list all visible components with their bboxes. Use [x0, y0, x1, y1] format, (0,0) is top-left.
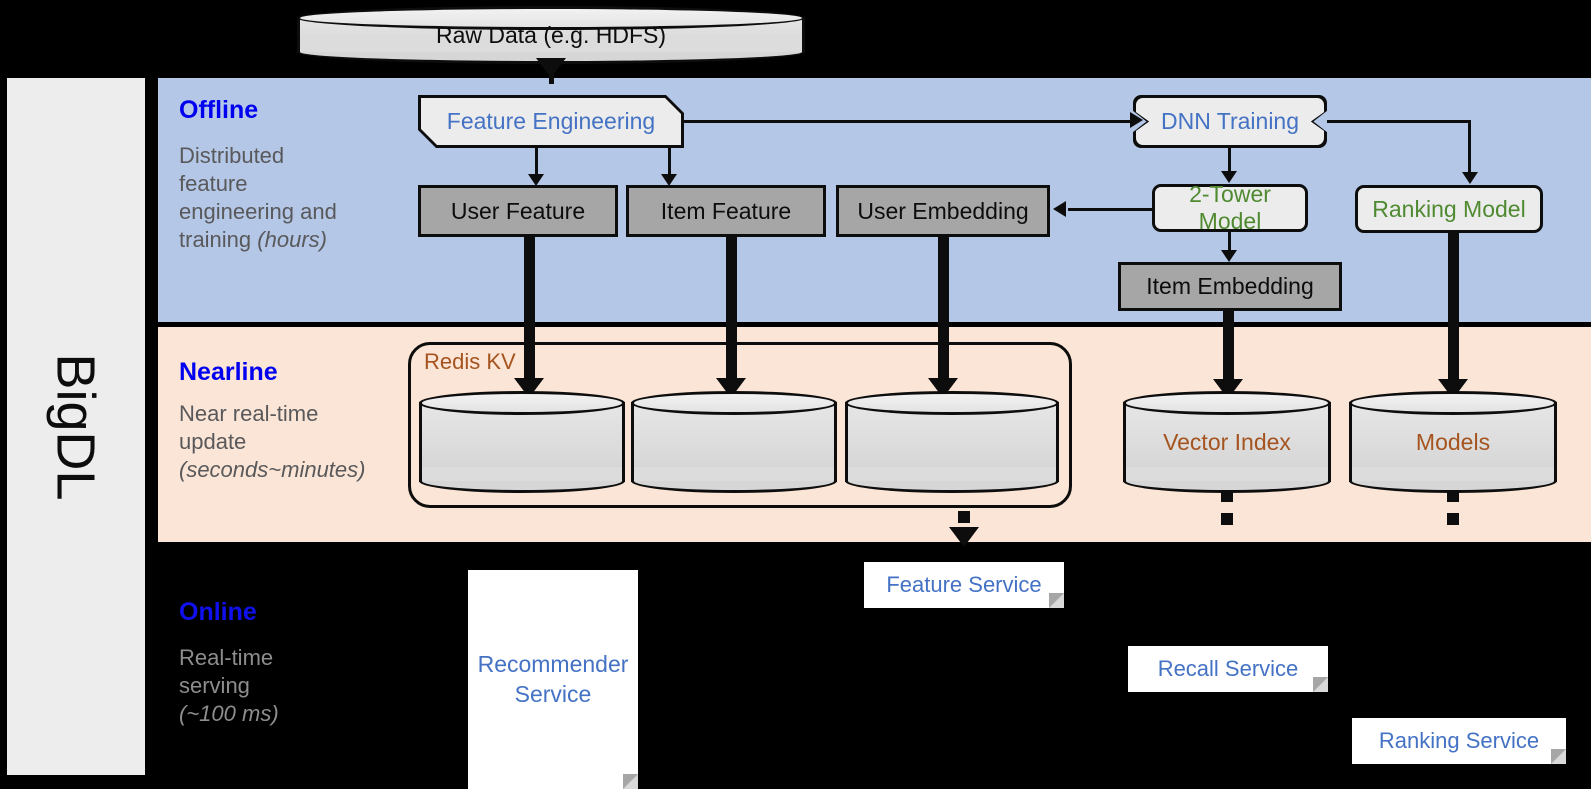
raw-data-label: Raw Data (e.g. HDFS): [435, 21, 667, 48]
redis-kv-label: Redis KV: [424, 349, 516, 374]
edge-itemfeature-store: [726, 237, 737, 382]
ranking-service-label: Ranking Service: [1378, 728, 1540, 753]
nearline-sub-l1: Near real-time: [179, 401, 319, 426]
user-embedding-box[interactable]: User Embedding: [836, 185, 1050, 237]
bigdl-label: BigDL: [46, 352, 107, 501]
arrowhead-twotower-userembedding: [1053, 201, 1066, 217]
online-sub-em: (~100 ms): [179, 701, 279, 727]
recall-service-label: Recall Service: [1157, 656, 1299, 681]
feature-service-doc[interactable]: Feature Service: [864, 562, 1064, 608]
store-bottom-mask: [634, 467, 834, 481]
edge-fe-userfeature: [535, 148, 538, 176]
edge-dnn-ranking-v: [1468, 120, 1471, 174]
arrowhead-dnn-ranking: [1462, 172, 1478, 184]
store-bottom-mask: [1352, 467, 1554, 481]
arrowhead-rawdata-fe: [536, 58, 566, 78]
item-feature-box[interactable]: Item Feature: [626, 185, 826, 237]
store-top: [631, 391, 837, 415]
store-label: [419, 391, 625, 493]
feature-engineering-box[interactable]: Feature Engineering: [418, 95, 684, 148]
raw-data-top: [297, 6, 805, 30]
online-sub-l2: serving: [179, 673, 250, 699]
feature-service-label: Feature Service: [886, 572, 1042, 597]
online-sub-l1: Real-time: [179, 645, 274, 670]
store-label: [845, 391, 1059, 493]
item-embedding-label: Item Embedding: [1146, 273, 1314, 299]
item-feature-label: Item Feature: [660, 197, 792, 224]
recall-service-doc[interactable]: Recall Service: [1128, 646, 1328, 692]
user-feature-box[interactable]: User Feature: [418, 185, 618, 237]
models-label: Models: [1415, 428, 1491, 455]
offline-sub-l1: Distributed: [179, 143, 285, 168]
user-embedding-label: User Embedding: [857, 197, 1029, 224]
edge-dnn-twotower: [1228, 148, 1231, 173]
store-cylinder-item-feature[interactable]: [631, 391, 837, 493]
raw-data-cylinder: Raw Data (e.g. HDFS): [297, 6, 805, 64]
edge-userfeature-store: [524, 237, 535, 382]
arrowhead-fe-userfeature: [528, 174, 544, 186]
vector-index-label: Vector Index: [1163, 428, 1291, 455]
store-top: [1349, 391, 1557, 415]
edge-dash-vectorindex-recall-1: [1221, 490, 1233, 502]
offline-sub-l3: engineering and: [179, 199, 337, 225]
ranking-model-label: Ranking Model: [1372, 195, 1526, 222]
offline-sub-em: (hours): [257, 227, 327, 253]
nearline-sub-em: (seconds~minutes): [179, 457, 366, 483]
feature-engineering-label: Feature Engineering: [446, 108, 656, 134]
edge-dash-models-ranking-1: [1447, 490, 1459, 502]
feature-engineering-fill: [421, 98, 681, 145]
redis-kv-container: [408, 342, 1072, 508]
edge-dash-redis-featureservice: [958, 511, 970, 523]
store-top: [845, 391, 1059, 415]
store-label: [631, 391, 837, 493]
recommender-service-doc[interactable]: Recommender Service: [468, 570, 638, 789]
online-title: Online: [179, 598, 257, 626]
edge-dnn-ranking-h: [1327, 120, 1471, 123]
edge-dash-models-ranking-2: [1447, 513, 1459, 525]
online-subtitle: Real-time serving (~100 ms): [179, 644, 394, 728]
arrowhead-dnn-twotower: [1221, 171, 1237, 183]
offline-sub-l4: training: [179, 227, 258, 253]
nearline-title: Nearline: [179, 358, 278, 386]
two-tower-model-box[interactable]: 2-Tower Model: [1152, 181, 1308, 234]
recommender-service-line1: Recommender: [477, 650, 629, 677]
ranking-model-box[interactable]: Ranking Model: [1355, 185, 1543, 233]
offline-subtitle: Distributed feature engineering and trai…: [179, 142, 394, 255]
edge-rankingmodel-models: [1448, 233, 1459, 383]
dnn-training-fill: [1136, 98, 1324, 145]
offline-sub-l2: feature: [179, 171, 248, 197]
two-tower-model-label: 2-Tower Model: [1189, 181, 1271, 234]
edge-userembedding-store: [938, 237, 949, 382]
store-top: [1123, 391, 1331, 415]
edge-itemembedding-vectorindex: [1223, 311, 1234, 383]
user-feature-label: User Feature: [450, 197, 586, 224]
edge-fe-itemfeature: [668, 148, 671, 176]
store-cylinder-user-embedding[interactable]: [845, 391, 1059, 493]
edge-twotower-itemembedding: [1228, 232, 1231, 254]
dnn-training-label: DNN Training: [1160, 108, 1300, 134]
item-embedding-box[interactable]: Item Embedding: [1118, 262, 1342, 311]
dnn-training-box[interactable]: DNN Training: [1133, 95, 1327, 148]
store-bottom-mask: [422, 467, 622, 481]
raw-data-bottom-mask: [300, 38, 802, 52]
edge-twotower-userembedding: [1068, 208, 1154, 211]
arrowhead-fe-itemfeature: [661, 174, 677, 186]
nearline-sub-l2: update: [179, 429, 247, 455]
edge-dash-vectorindex-recall-2: [1221, 513, 1233, 525]
ranking-service-doc[interactable]: Ranking Service: [1352, 718, 1566, 764]
store-cylinder-models[interactable]: Models: [1349, 391, 1557, 493]
store-bottom-mask: [1126, 467, 1328, 481]
edge-fe-dnn: [684, 120, 1136, 123]
store-cylinder-vector-index[interactable]: Vector Index: [1123, 391, 1331, 493]
recommender-service-line2: Service: [514, 680, 592, 707]
store-cylinder-user-feature[interactable]: [419, 391, 625, 493]
nearline-subtitle: Near real-time update (seconds~minutes): [179, 400, 394, 484]
arrowhead-redis-featureservice: [949, 527, 979, 547]
store-bottom-mask: [848, 467, 1056, 481]
bigdl-sidebar: BigDL: [7, 78, 145, 775]
recommender-service-label: Recommender Service: [478, 650, 629, 710]
arrowhead-twotower-itemembedding: [1221, 250, 1237, 262]
offline-title: Offline: [179, 96, 259, 124]
store-top: [419, 391, 625, 415]
